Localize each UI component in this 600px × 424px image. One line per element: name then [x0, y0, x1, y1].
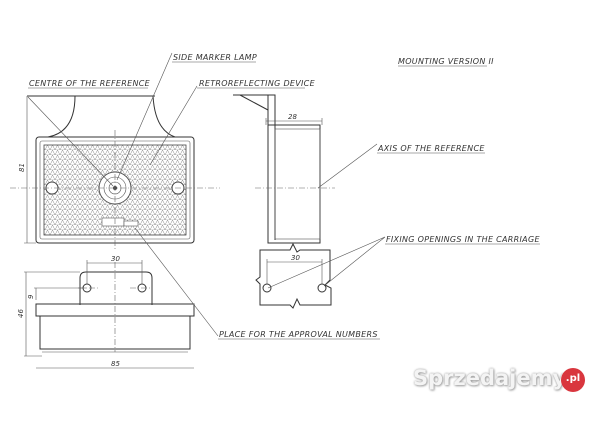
dim-plate-hole-spacing: 30 [291, 254, 300, 262]
dim-width: 85 [111, 360, 120, 368]
label-side-marker-lamp: SIDE MARKER LAMP [173, 53, 257, 62]
fixing-plate-view: 30 [255, 242, 332, 309]
approval-number-plate [123, 220, 139, 227]
bracket-arcs [47, 95, 176, 138]
watermark-badge: .pl [561, 368, 585, 392]
side-view: 28 [233, 94, 335, 244]
label-mounting-version: MOUNTING VERSION II [398, 57, 494, 66]
label-retroreflecting-device: RETROREFLECTING DEVICE [199, 79, 316, 88]
label-fixing-openings: FIXING OPENINGS IN THE CARRIAGE [386, 235, 540, 244]
dim-hole-offset: 9 [27, 294, 35, 299]
dim-depth: 28 [288, 113, 297, 121]
label-axis-of-reference: AXIS OF THE REFERENCE [377, 144, 485, 153]
label-centre-of-reference: CENTRE OF THE REFERENCE [29, 79, 151, 88]
dim-total-height: 46 [17, 309, 25, 318]
bottom-view: 30 46 9 85 [17, 255, 195, 369]
leader-lines [27, 52, 540, 340]
dim-height: 81 [18, 163, 26, 172]
label-approval-numbers: PLACE FOR THE APPROVAL NUMBERS [219, 330, 378, 339]
watermark-logo: Sprzedajemy [413, 366, 567, 390]
dim-hole-spacing: 30 [111, 255, 120, 263]
front-view: 81 [10, 95, 220, 250]
